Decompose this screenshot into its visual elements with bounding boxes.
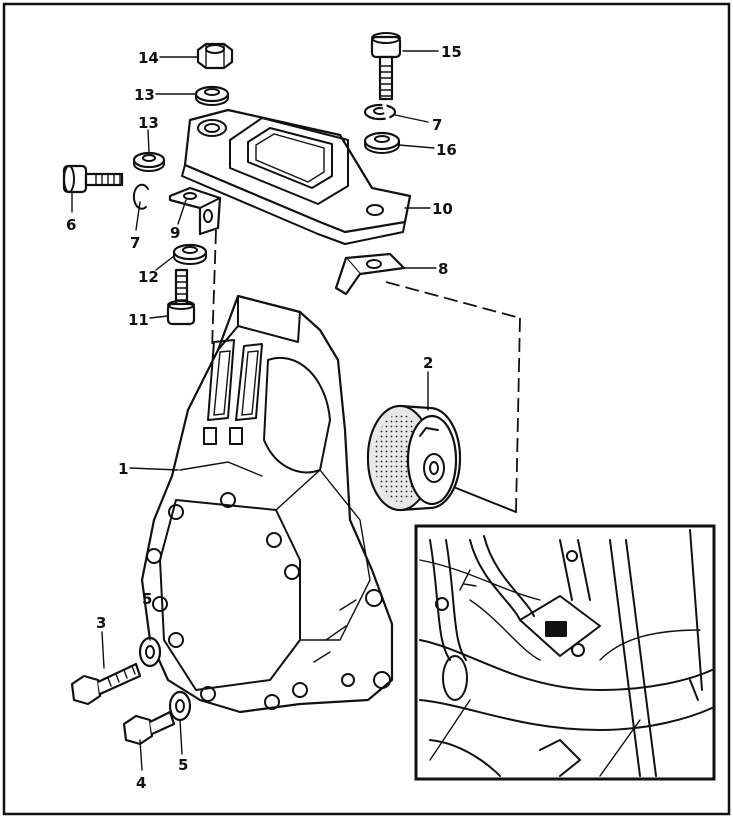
part-8-angle-bracket <box>334 252 406 296</box>
callout-labels: 14 13 13 15 7 16 10 6 7 9 8 12 11 2 1 3 … <box>66 43 462 792</box>
callout-1: 1 <box>118 460 128 478</box>
callout-8: 8 <box>438 260 448 278</box>
part-5-washer-upper <box>138 636 162 668</box>
part-14-nut <box>196 42 234 70</box>
part-3-bolt <box>70 662 142 706</box>
part-15-bolt <box>370 32 402 101</box>
part-13-washer-top <box>194 85 230 106</box>
callout-11: 11 <box>128 311 149 329</box>
callout-7-right: 7 <box>432 116 442 134</box>
inset-installed-view <box>414 524 716 781</box>
part-7-spring-washer-left <box>132 183 149 210</box>
part-4-bolt <box>122 710 176 746</box>
part-6-bolt <box>62 164 124 194</box>
part-5-washer-lower <box>168 690 192 722</box>
part-11-bolt <box>166 268 196 326</box>
callout-6: 6 <box>66 216 76 234</box>
part-16-washer <box>363 131 401 154</box>
callout-9: 9 <box>170 224 180 242</box>
callout-15: 15 <box>441 43 462 61</box>
part-2-rubber-mount <box>366 404 462 512</box>
callout-13-top: 13 <box>134 86 155 104</box>
callout-5-lower: 5 <box>178 756 188 774</box>
leader-lines <box>71 50 439 771</box>
callout-2: 2 <box>423 354 433 372</box>
callout-14: 14 <box>138 49 159 67</box>
callout-16: 16 <box>436 141 457 159</box>
part-13-washer-left <box>132 151 166 172</box>
callout-5-upper: 5 <box>142 590 152 608</box>
part-7-spring-washer-right <box>363 103 397 121</box>
assembly-lines <box>211 229 521 513</box>
callout-3: 3 <box>96 614 106 632</box>
part-1-support-housing <box>140 294 394 714</box>
callout-12: 12 <box>138 268 159 286</box>
part-9-angle-bracket <box>168 186 222 236</box>
part-12-washer <box>172 243 208 265</box>
callout-7-left: 7 <box>130 234 140 252</box>
callout-13-left: 13 <box>138 114 159 132</box>
part-10-mounting-plate <box>181 108 412 245</box>
callout-4: 4 <box>136 774 146 792</box>
callout-10: 10 <box>432 200 453 218</box>
